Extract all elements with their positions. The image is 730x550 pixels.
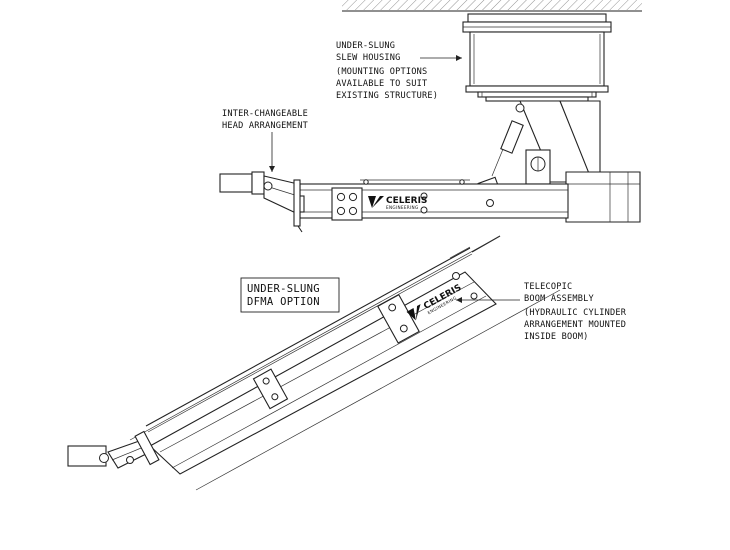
- head-label-line-2: HEAD ARRANGEMENT: [222, 121, 308, 131]
- slew-label-line-5: EXISTING STRUCTURE): [336, 91, 438, 101]
- slew-housing: [462, 13, 612, 102]
- head-label-line-1: INTER-CHANGEABLE: [222, 109, 308, 119]
- slew-label-line-2: SLEW HOUSING: [336, 53, 401, 63]
- luff-cylinder: [477, 102, 525, 198]
- ceiling-structure: [342, 0, 642, 12]
- head-arrangement-lower: [67, 430, 160, 469]
- boom-label-line-1: TELECOPIC: [524, 282, 572, 292]
- option-box-line-2: DFMA OPTION: [247, 296, 320, 308]
- slew-housing-label: UNDER-SLUNG SLEW HOUSING (MOUNTING OPTIO…: [336, 41, 462, 101]
- slew-label-line-1: UNDER-SLUNG: [336, 41, 395, 51]
- head-arrangement-upper: [219, 171, 303, 233]
- brand-name-upper: CELERIS: [386, 196, 427, 206]
- head-arrangement-label: INTER-CHANGEABLE HEAD ARRANGEMENT: [222, 109, 308, 172]
- boom-base-block: [565, 171, 641, 223]
- boom-label-line-2: BOOM ASSEMBLY: [524, 294, 594, 304]
- brand-sub-upper: ENGINEERING: [386, 205, 419, 210]
- celeris-logo-upper: CELERIS ENGINEERING: [368, 196, 427, 210]
- slew-label-line-3: (MOUNTING OPTIONS: [336, 67, 427, 77]
- slew-label-line-4: AVAILABLE TO SUIT: [336, 79, 427, 89]
- option-box-line-1: UNDER-SLUNG: [247, 283, 320, 295]
- lower-boom: [129, 235, 561, 491]
- boom-assembly-label: TELECOPIC BOOM ASSEMBLY (HYDRAULIC CYLIN…: [456, 282, 627, 342]
- upper-boom: [295, 179, 569, 221]
- dfma-option-box: UNDER-SLUNG DFMA OPTION: [240, 277, 340, 313]
- boom-label-line-4: ARRANGEMENT MOUNTED: [524, 320, 626, 330]
- boom-label-line-5: INSIDE BOOM): [524, 332, 589, 342]
- boom-label-line-3: (HYDRAULIC CYLINDER: [524, 308, 627, 318]
